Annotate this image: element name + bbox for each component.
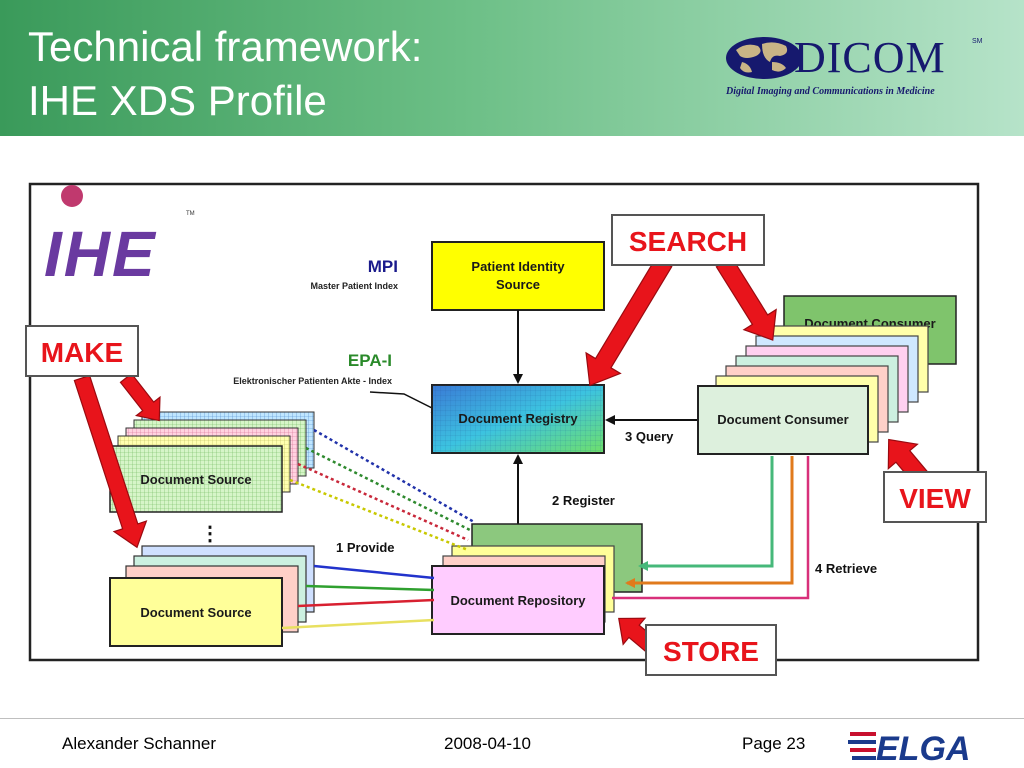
retrieve-lines [612,456,810,600]
pix-label-line-1: Patient Identity [471,259,565,274]
provide-label: 1 Provide [336,540,395,555]
ihe-trademark: TM [186,211,195,217]
footer-divider [0,718,1024,719]
search-arrow-right [715,256,777,341]
document-consumer-stack: Document Consumer Document Consumer [697,295,957,455]
pix-label-line-2: Source [496,277,540,292]
document-consumer-label: Document Consumer [717,412,848,427]
make-callout-text: MAKE [41,337,123,368]
epa-pointer-line [369,391,442,413]
epa-expansion: Elektronischer Patienten Akte - Index [233,376,392,386]
document-source-stack-top: Document Source [109,411,315,513]
dicom-tagline: Digital Imaging and Communications in Me… [726,86,935,97]
patient-identity-source-box: Patient Identity Source [431,241,605,311]
footer-date: 2008-04-10 [444,734,531,753]
make-arrow-top [119,372,161,422]
elga-logo: ELGA [848,730,970,766]
retrieve-label: 4 Retrieve [815,561,877,576]
store-callout-text: STORE [663,636,759,667]
document-source-stack-bottom: Document Source [109,545,315,647]
document-repository-stack: Document Repository [431,523,643,635]
ihe-logo: IHE TM [43,185,195,291]
view-callout-text: VIEW [899,483,971,514]
document-source-bottom-label: Document Source [140,605,251,620]
query-label: 3 Query [625,429,674,444]
provide-solid-lines [281,564,435,630]
register-label: 2 Register [552,493,615,508]
epa-acronym: EPA-I [348,351,392,370]
dicom-wordmark: DICOM [794,33,946,82]
make-arrow-long [73,374,148,549]
dicom-service-mark: SM [972,38,983,45]
document-source-top-label: Document Source [140,472,251,487]
search-callout: SEARCH [611,214,765,266]
footer-page-number: Page 23 [742,734,806,753]
view-callout: VIEW [883,471,987,523]
document-repository-label: Document Repository [450,593,586,608]
source-ellipsis: ⋮ [200,523,220,545]
mpi-expansion: Master Patient Index [310,281,398,291]
make-callout: MAKE [25,325,139,377]
document-registry-box: Document Registry [431,384,605,454]
search-callout-text: SEARCH [629,226,747,257]
provide-dotted-lines [289,428,475,552]
dicom-globe-logo [726,37,802,79]
slide-title-line-1: Technical framework: [28,23,423,70]
document-registry-label: Document Registry [458,411,578,426]
elga-logo-text: ELGA [876,730,970,766]
footer-author: Alexander Schanner [62,734,217,753]
ihe-logo-text: IHE [44,218,157,290]
slide-title-line-2: IHE XDS Profile [28,77,327,124]
mpi-acronym: MPI [368,257,398,276]
title-bar: Technical framework: IHE XDS Profile DIC… [0,0,1024,136]
search-arrow-left [585,256,673,387]
store-callout: STORE [645,624,777,676]
